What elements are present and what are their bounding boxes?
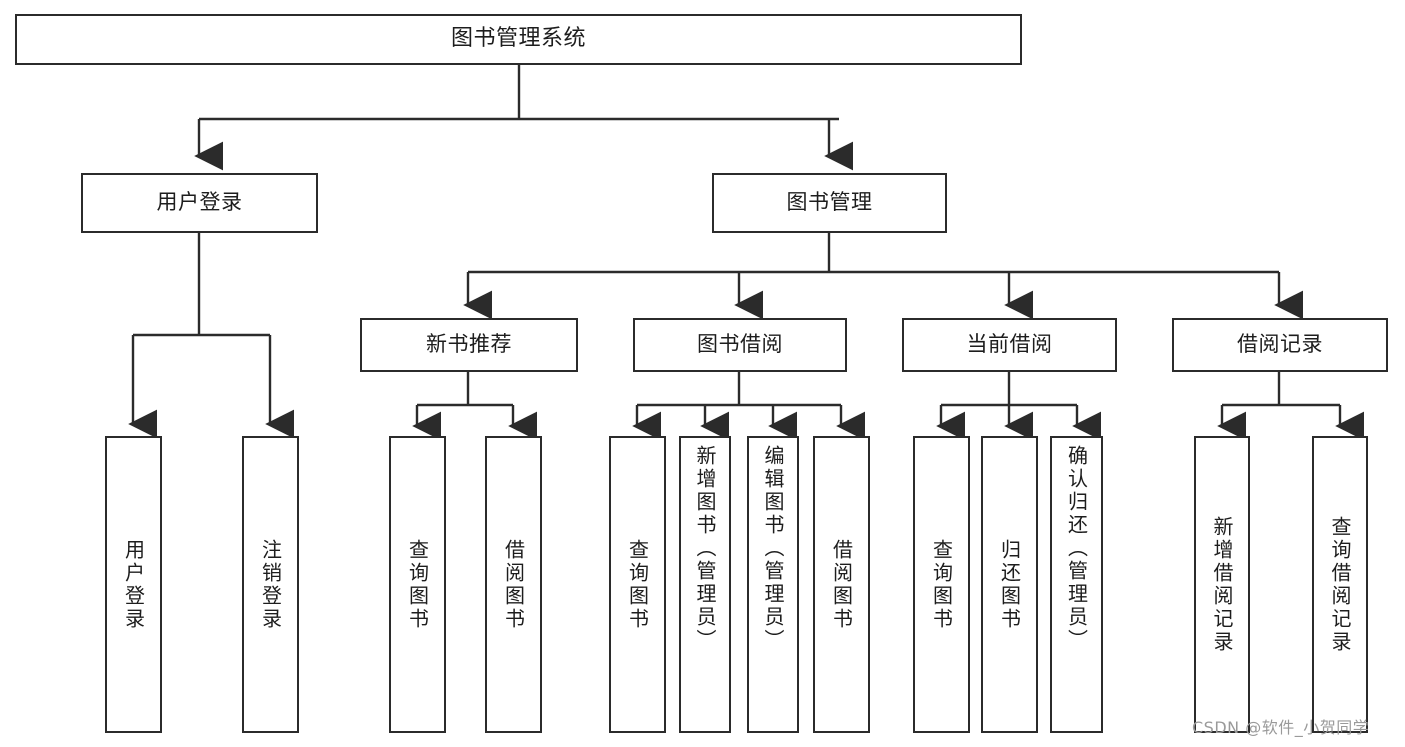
node-label: 当前借阅 bbox=[966, 332, 1053, 357]
leaf-query-book-current[interactable]: 查询图书 bbox=[913, 436, 970, 733]
node-borrow-record[interactable]: 借阅记录 bbox=[1172, 318, 1388, 372]
leaf-borrow-book-recommend[interactable]: 借阅图书 bbox=[485, 436, 542, 733]
node-label: 确认归还（管理员） bbox=[1064, 445, 1089, 652]
node-label: 编辑图书（管理员） bbox=[761, 445, 785, 652]
node-book-borrow[interactable]: 图书借阅 bbox=[633, 318, 847, 372]
node-label: 用户登录 bbox=[156, 190, 243, 215]
node-label: 借阅图书 bbox=[829, 538, 854, 631]
node-label: 新增借阅记录 bbox=[1210, 515, 1234, 654]
node-new-book-recommend[interactable]: 新书推荐 bbox=[360, 318, 578, 372]
node-current-borrow[interactable]: 当前借阅 bbox=[902, 318, 1117, 372]
node-label: 用户登录 bbox=[121, 538, 146, 631]
node-label: 查询图书 bbox=[625, 538, 650, 631]
csdn-watermark: CSDN @软件_小贺同学 bbox=[1192, 718, 1370, 737]
leaf-query-book-borrow[interactable]: 查询图书 bbox=[609, 436, 666, 733]
node-user-login-module[interactable]: 用户登录 bbox=[81, 173, 318, 233]
leaf-confirm-return-admin[interactable]: 确认归还（管理员） bbox=[1050, 436, 1103, 733]
leaf-return-book[interactable]: 归还图书 bbox=[981, 436, 1038, 733]
leaf-user-login[interactable]: 用户登录 bbox=[105, 436, 162, 733]
node-label: 图书借阅 bbox=[697, 332, 783, 357]
node-label: 图书管理 bbox=[786, 190, 873, 215]
node-root-system[interactable]: 图书管理系统 bbox=[15, 14, 1022, 65]
node-label: 图书管理系统 bbox=[450, 26, 586, 52]
node-label: 查询图书 bbox=[929, 538, 954, 631]
node-label: 借阅图书 bbox=[501, 538, 526, 631]
node-label: 借阅记录 bbox=[1237, 332, 1323, 357]
node-label: 查询图书 bbox=[405, 538, 430, 631]
leaf-add-borrow-record[interactable]: 新增借阅记录 bbox=[1194, 436, 1250, 733]
node-label: 归还图书 bbox=[997, 538, 1022, 631]
node-label: 新增图书（管理员） bbox=[693, 445, 717, 652]
leaf-query-book-recommend[interactable]: 查询图书 bbox=[389, 436, 446, 733]
leaf-add-book-admin[interactable]: 新增图书（管理员） bbox=[679, 436, 731, 733]
node-label: 新书推荐 bbox=[426, 332, 512, 357]
node-book-management-module[interactable]: 图书管理 bbox=[712, 173, 947, 233]
node-label: 注销登录 bbox=[258, 538, 283, 631]
leaf-borrow-book[interactable]: 借阅图书 bbox=[813, 436, 870, 733]
leaf-query-borrow-record[interactable]: 查询借阅记录 bbox=[1312, 436, 1368, 733]
node-label: 查询借阅记录 bbox=[1328, 515, 1352, 654]
leaf-edit-book-admin[interactable]: 编辑图书（管理员） bbox=[747, 436, 799, 733]
leaf-user-logout[interactable]: 注销登录 bbox=[242, 436, 299, 733]
